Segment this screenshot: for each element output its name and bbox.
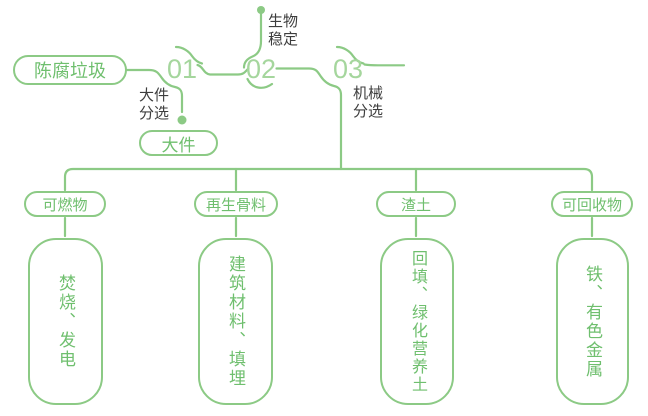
step-number-03: 03: [333, 54, 364, 84]
box-recyclables-result: 铁、有色金属: [556, 238, 629, 405]
box-recycled-aggregate-result-text: 建筑材料、填埋: [226, 255, 245, 388]
node-recycled-aggregate: 再生骨料: [194, 191, 278, 217]
node-combustibles: 可燃物: [24, 191, 106, 217]
node-combustibles-label: 可燃物: [42, 196, 88, 214]
box-recyclables-result-text: 铁、有色金属: [583, 264, 602, 379]
box-combustibles-result-text: 焚烧、发电: [56, 274, 75, 369]
source-node-aged-waste: 陈腐垃圾: [13, 55, 127, 85]
label-bulky-sorting: 大件分选: [139, 87, 170, 122]
bulky-item-dot: [177, 115, 187, 125]
connector-source-to-step01: [125, 68, 184, 114]
box-recycled-aggregate-result: 建筑材料、填埋: [198, 238, 273, 405]
box-combustibles-result: 焚烧、发电: [28, 238, 103, 405]
box-slag-soil-result: 回填、绿化营养土: [380, 238, 454, 405]
arc-over-step03: [335, 45, 365, 65]
label-mechanical-sorting: 机械分选: [353, 85, 384, 120]
box-slag-soil-result-text: 回填、绿化营养土: [409, 249, 426, 394]
source-node-label: 陈腐垃圾: [34, 61, 106, 81]
arc-over-step01: [174, 45, 204, 65]
distribution-bar: [63, 167, 594, 192]
connector-bio-stabilization: [242, 12, 263, 69]
node-recyclables-label: 可回收物: [561, 196, 622, 214]
node-bulky-item: 大件: [139, 130, 218, 156]
node-slag-soil: 渣土: [376, 191, 456, 217]
node-slag-soil-label: 渣土: [400, 196, 431, 214]
step-number-01: 01: [167, 54, 198, 84]
arc-under-step02: [246, 77, 274, 89]
node-recycled-aggregate-label: 再生骨料: [205, 196, 266, 214]
bio-stabilization-dot: [257, 6, 265, 14]
step-number-02: 02: [246, 54, 277, 84]
connector-step01-to-step02: [196, 63, 250, 76]
connector-tail-after-step03: [363, 63, 406, 67]
node-bulky-item-label: 大件: [161, 135, 196, 155]
connector-step02-to-step03-and-drop: [275, 67, 343, 171]
label-bio-stabilization: 生物稳定: [268, 13, 299, 48]
node-recyclables: 可回收物: [551, 191, 633, 217]
